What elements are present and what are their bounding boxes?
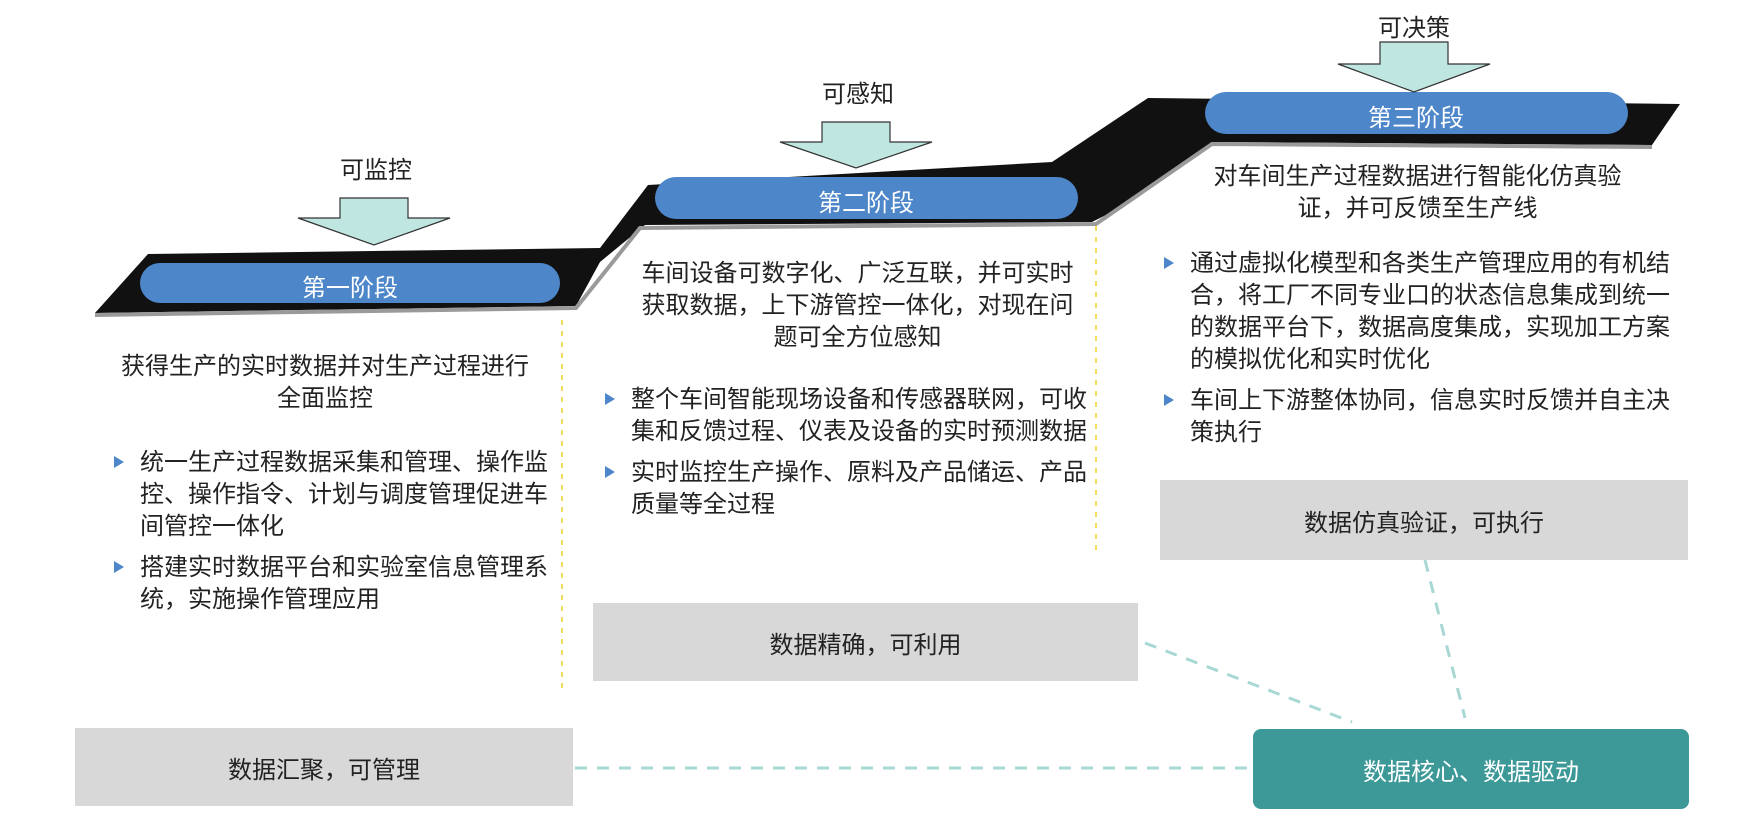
stage3-box: 数据仿真验证，可执行 bbox=[1160, 480, 1688, 560]
connector-line bbox=[1144, 641, 1353, 724]
core-box: 数据核心、数据驱动 bbox=[1253, 729, 1689, 809]
stage1-label: 第一阶段 bbox=[302, 274, 398, 302]
list-item: 搭建实时数据平台和实验室信息管理系统，实施操作管理应用 bbox=[112, 551, 552, 615]
stage-bar bbox=[140, 263, 560, 303]
bullet-triangle-icon bbox=[114, 561, 124, 573]
list-item: 通过虚拟化模型和各类生产管理应用的有机结合，将工厂不同专业口的状态信息集成到统一… bbox=[1162, 247, 1682, 375]
bullet-triangle-icon bbox=[114, 456, 124, 468]
stage-bar bbox=[1205, 92, 1628, 134]
down-arrow-icon bbox=[779, 121, 933, 169]
connector-line bbox=[1423, 559, 1467, 719]
bullet-triangle-icon bbox=[1164, 257, 1174, 269]
down-arrow-icon bbox=[297, 197, 451, 246]
stage2-bullet-list: 整个车间智能现场设备和传感器联网，可收集和反馈过程、仪表及设备的实时预测数据 实… bbox=[603, 383, 1093, 529]
stage2-description: 车间设备可数字化、广泛互联，并可实时获取数据，上下游管控一体化，对现在问题可全方… bbox=[641, 259, 1074, 351]
stage-bar bbox=[655, 177, 1078, 219]
stage3-label: 第三阶段 bbox=[1368, 104, 1464, 132]
stage1-box: 数据汇聚，可管理 bbox=[75, 728, 573, 806]
down-arrow-icon bbox=[1337, 41, 1491, 93]
stage2-caption: 可感知 bbox=[822, 80, 894, 108]
stage1-caption: 可监控 bbox=[340, 156, 412, 184]
stage2-label: 第二阶段 bbox=[818, 189, 914, 217]
bullet-triangle-icon bbox=[605, 466, 615, 478]
stage2-box: 数据精确，可利用 bbox=[593, 603, 1138, 681]
list-item: 整个车间智能现场设备和传感器联网，可收集和反馈过程、仪表及设备的实时预测数据 bbox=[603, 383, 1093, 447]
stage1-description: 获得生产的实时数据并对生产过程进行全面监控 bbox=[121, 352, 529, 412]
bullet-triangle-icon bbox=[1164, 394, 1174, 406]
list-item: 车间上下游整体协同，信息实时反馈并自主决策执行 bbox=[1162, 384, 1682, 448]
stage1-bullet-list: 统一生产过程数据采集和管理、操作监控、操作指令、计划与调度管理促进车间管控一体化… bbox=[112, 446, 552, 624]
list-item: 实时监控生产操作、原料及产品储运、产品质量等全过程 bbox=[603, 456, 1093, 520]
stage3-description: 对车间生产过程数据进行智能化仿真验证，并可反馈至生产线 bbox=[1213, 162, 1622, 222]
stage3-bullet-list: 通过虚拟化模型和各类生产管理应用的有机结合，将工厂不同专业口的状态信息集成到统一… bbox=[1162, 247, 1682, 457]
list-item: 统一生产过程数据采集和管理、操作监控、操作指令、计划与调度管理促进车间管控一体化 bbox=[112, 446, 552, 542]
staircase-edge bbox=[94, 141, 1653, 317]
stage3-caption: 可决策 bbox=[1378, 14, 1450, 42]
bullet-triangle-icon bbox=[605, 393, 615, 405]
